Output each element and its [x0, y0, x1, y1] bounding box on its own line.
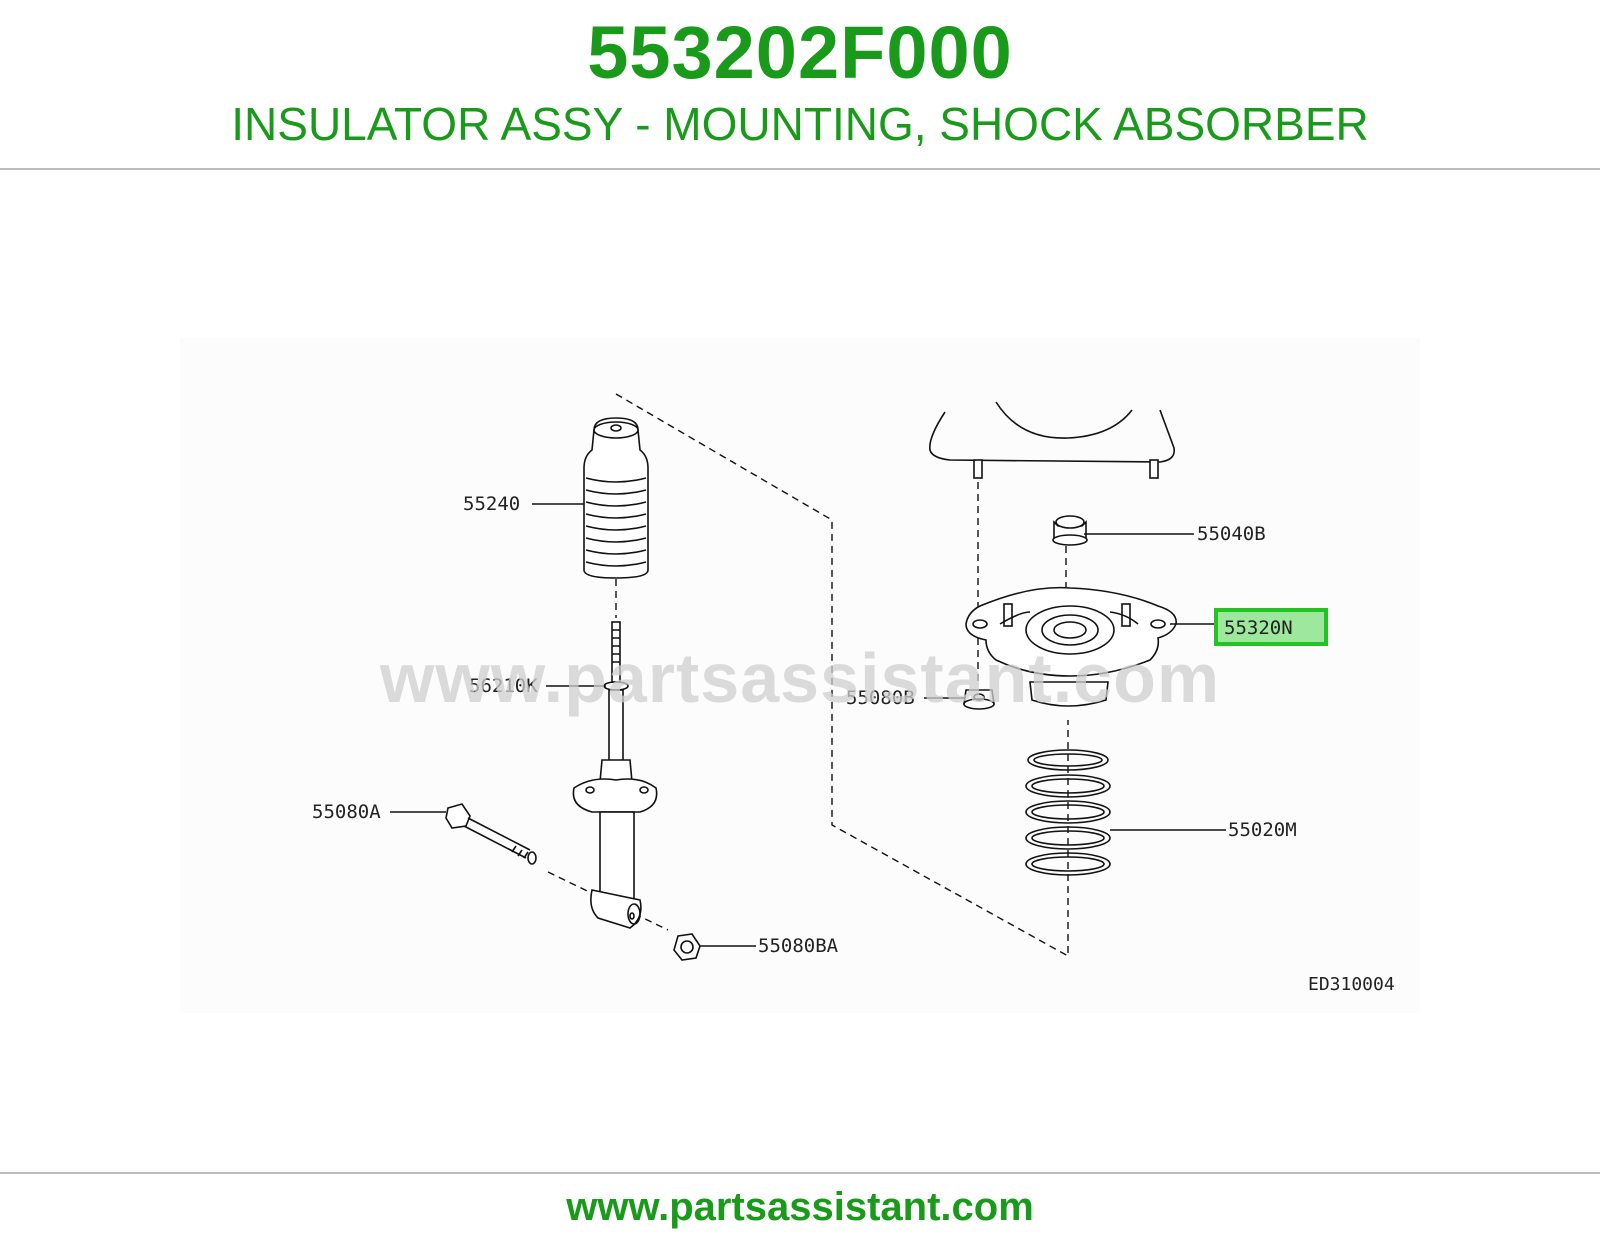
callout-55040b[interactable]: 55040B: [1197, 523, 1266, 545]
callout-55080b[interactable]: 55080B: [846, 687, 915, 709]
insulator-mount: [965, 586, 1177, 707]
shock-absorber: [572, 621, 658, 929]
part-description: INSULATOR ASSY - MOUNTING, SHOCK ABSORBE…: [231, 98, 1369, 150]
callout-55320n[interactable]: 55320N: [1224, 617, 1293, 639]
footer-divider: [0, 1172, 1600, 1174]
callout-55080a[interactable]: 55080A: [312, 801, 381, 823]
diagram-panel: [180, 338, 1420, 1013]
side-nut: [963, 689, 995, 710]
lower-nut: [673, 933, 701, 961]
lower-bolt: [445, 803, 537, 865]
top-nut: [1052, 515, 1088, 546]
callout-55240[interactable]: 55240: [463, 493, 520, 515]
header-divider: [0, 168, 1600, 170]
footer-url-link[interactable]: www.partsassistant.com: [566, 1185, 1034, 1229]
diagram-code: ED310004: [1308, 974, 1395, 995]
coil-spring: [1025, 749, 1111, 876]
selected-part-highlight: [1214, 608, 1328, 646]
bound-bumper: [583, 417, 649, 579]
leader-lines: [390, 503, 1226, 947]
callout-55080ba[interactable]: 55080BA: [758, 935, 839, 957]
body-mount-panel: [928, 401, 1176, 479]
part-number-title: 553202F000: [587, 11, 1013, 94]
callout-55020m[interactable]: 55020M: [1228, 819, 1297, 841]
watermark: www.partsassistant.com: [379, 639, 1220, 717]
callout-56210k[interactable]: 56210K: [469, 675, 538, 697]
